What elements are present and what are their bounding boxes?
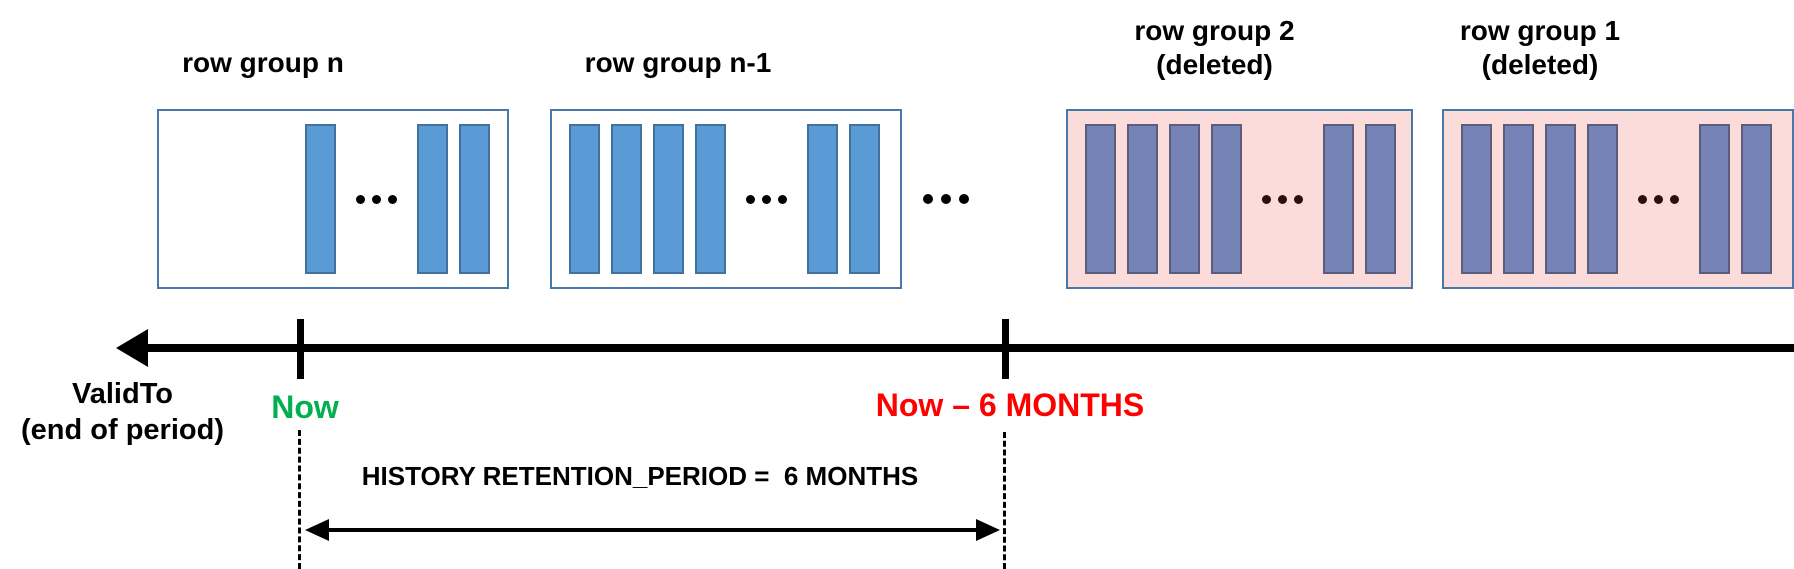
dashed-line-now-minus-6-months <box>1003 432 1006 569</box>
row-segment-bar <box>1699 124 1730 274</box>
row-group-1-deleted: row group 1 (deleted) <box>1442 0 1794 300</box>
ellipsis-between-groups-icon <box>908 109 984 289</box>
row-group-label: row group 2 (deleted) <box>1041 14 1388 82</box>
row-group-name: row group n <box>182 47 344 78</box>
validto-line2: (end of period) <box>21 414 224 446</box>
row-segment-bar <box>1169 124 1200 274</box>
ellipsis-dots-icon <box>737 194 796 204</box>
row-group-n-1: row group n-1 <box>550 0 902 300</box>
row-segment-bar <box>1211 124 1242 274</box>
row-group-box <box>157 109 509 289</box>
now-tick-label: Now <box>271 389 339 425</box>
row-segment-bar <box>1503 124 1534 274</box>
retention-arrowhead-right-icon <box>976 519 1000 541</box>
row-group-label: row group n <box>87 46 439 80</box>
row-group-label: row group 1 (deleted) <box>1364 14 1716 82</box>
retention-span-arrow <box>326 528 978 532</box>
row-group-sublabel: (deleted) <box>1156 49 1273 80</box>
row-group-n: row group n <box>157 0 509 300</box>
row-group-box <box>1066 109 1413 289</box>
dashed-line-now <box>298 430 301 569</box>
row-group-2-deleted: row group 2 (deleted) <box>1066 0 1413 300</box>
row-group-name: row group 1 <box>1459 15 1621 46</box>
validto-line1: ValidTo <box>72 378 173 410</box>
row-segment-bar <box>569 124 600 274</box>
row-segment-bar <box>1323 124 1354 274</box>
row-group-name: row group n-1 <box>584 47 772 78</box>
row-segment-bar <box>1461 124 1492 274</box>
row-segment-bar <box>1365 124 1396 274</box>
tick-now <box>297 319 304 379</box>
row-segment-bar <box>305 124 336 274</box>
row-group-name: row group 2 <box>1134 15 1295 46</box>
row-segment-bar <box>459 124 490 274</box>
row-segment-bar <box>417 124 448 274</box>
row-segment-bar <box>611 124 642 274</box>
row-group-sublabel: (deleted) <box>1481 49 1599 80</box>
ellipsis-dots-icon <box>1629 194 1688 204</box>
row-segment-bar <box>849 124 880 274</box>
ellipsis-dots-icon <box>1253 194 1312 204</box>
tick-now-minus-6-months <box>1002 319 1009 379</box>
row-group-box <box>1442 109 1794 289</box>
row-segment-bar <box>1085 124 1116 274</box>
ellipsis-dots-icon <box>347 194 406 204</box>
row-segment-bar <box>653 124 684 274</box>
history-retention-period-label: HISTORY RETENTION_PERIOD = 6 MONTHS <box>361 461 919 491</box>
row-segment-bar <box>807 124 838 274</box>
timeline-axis <box>146 344 1794 352</box>
row-group-box <box>550 109 902 289</box>
row-segment-bar <box>1127 124 1158 274</box>
row-segment-bar <box>1587 124 1618 274</box>
retention-arrowhead-left-icon <box>305 519 329 541</box>
now-minus-6-months-tick-label: Now – 6 MONTHS <box>875 387 1145 423</box>
row-group-label: row group n-1 <box>502 46 854 80</box>
row-segment-bar <box>1545 124 1576 274</box>
timeline-left-arrowhead-icon <box>116 329 148 367</box>
validto-axis-label: ValidTo (end of period) <box>5 376 240 448</box>
row-segment-bar <box>695 124 726 274</box>
row-segment-bar <box>1741 124 1772 274</box>
